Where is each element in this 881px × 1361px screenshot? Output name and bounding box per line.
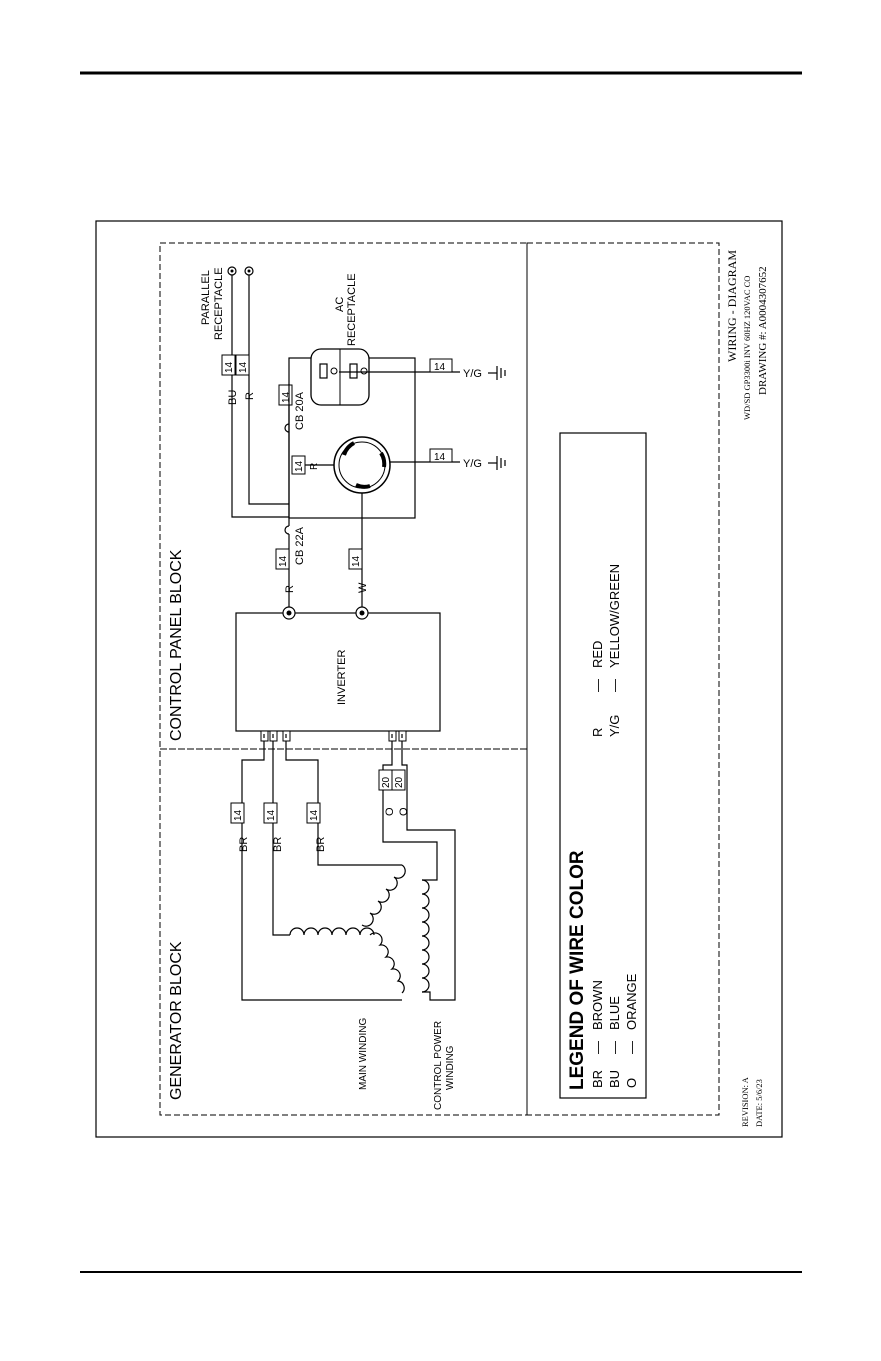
control-panel-block-title: CONTROL PANEL BLOCK (168, 549, 185, 741)
wire-label-r-output: R (284, 585, 296, 593)
wire-label-r-parallel: R (244, 392, 256, 400)
wire-label-r-twist: R (309, 463, 320, 470)
control-panel-block-outline (159, 242, 528, 750)
wire-label-bu: BU (227, 390, 239, 405)
parallel-receptacle-label-2: RECEPTACLE (213, 267, 225, 340)
gauge-14-br-2-text: 14 (266, 809, 277, 821)
cb-22a-label: CB 22A (294, 526, 306, 565)
wire-label-br-3: BR (315, 837, 327, 852)
main-winding-label: MAIN WINDING (358, 1018, 369, 1090)
ac-receptacle-label-1: AC (334, 297, 346, 312)
title-block-revision: REVISION: A (740, 1076, 750, 1127)
legend-area-outline (526, 242, 720, 1116)
control-power-winding-label-2: WINDING (445, 1045, 456, 1090)
gauge-14-bu-text: 14 (224, 361, 235, 373)
gauge-14-ground-twist-text: 14 (434, 452, 446, 463)
gauge-14-br-3-text: 14 (309, 809, 320, 821)
gauge-14-br-1-text: 14 (233, 809, 244, 821)
drawing-frame (95, 220, 783, 1138)
svg-text:BLUE: BLUE (607, 996, 622, 1030)
inverter-output-w-terminal (355, 606, 369, 620)
title-block-title: WIRING - DIAGRAM (725, 250, 739, 362)
legend-entry-r: R — RED (590, 641, 605, 737)
title-block-date: DATE: 5/6/23 (754, 1079, 764, 1127)
svg-text:BROWN: BROWN (590, 980, 605, 1030)
svg-text:—: — (607, 679, 622, 692)
gauge-14-cb20-text: 14 (281, 391, 292, 403)
parallel-receptacle-terminals (227, 266, 254, 276)
svg-text:BR: BR (590, 1070, 605, 1088)
inverter-terminals-left (260, 730, 291, 742)
title-block-drawing: DRAWING #: A0004307652 (757, 266, 769, 395)
gauge-14-w-text: 14 (351, 555, 362, 567)
legend-entry-yg: Y/G — YELLOW/GREEN (607, 564, 622, 737)
legend-title: LEGEND OF WIRE COLOR (567, 850, 588, 1090)
gauge-14-ground-duplex-text: 14 (434, 362, 446, 373)
control-power-winding-label-1: CONTROL POWER (433, 1021, 444, 1110)
gauge-14-w (348, 548, 363, 570)
generator-block-title: GENERATOR BLOCK (168, 941, 185, 1100)
wire-label-br-2: BR (272, 837, 284, 852)
svg-text:YELLOW/GREEN: YELLOW/GREEN (607, 564, 622, 668)
legend-box (559, 432, 647, 1099)
gauge-14-ground-duplex (429, 358, 453, 373)
gauge-14-br-3 (306, 802, 321, 824)
gauge-20-o-2 (391, 769, 406, 791)
gauge-20-o-1-text: 20 (381, 776, 392, 788)
wire-label-o-1: O (384, 807, 396, 816)
ground-symbol-twist (488, 456, 506, 470)
gauge-14-br-2 (263, 802, 278, 824)
cb-20a-label: CB 20A (294, 391, 306, 430)
main-winding-coil-bottom (289, 927, 375, 936)
main-winding-coil-lower (369, 932, 405, 994)
parallel-receptacle-label-1: PARALLEL (200, 270, 212, 325)
wire-label-br-1: BR (238, 837, 250, 852)
wire-label-yg-duplex: Y/G (463, 368, 482, 380)
inverter-box (235, 612, 441, 732)
inverter-output-r-terminal (282, 606, 296, 620)
legend-entry-bu: BU — BLUE (607, 996, 622, 1088)
gauge-20-o-2-text: 20 (394, 776, 405, 788)
wire-label-w-output: W (357, 582, 369, 593)
duplex-receptacle (310, 348, 370, 406)
gauge-14-ground-twist (429, 448, 453, 463)
wire-label-yg-twist: Y/G (463, 458, 482, 470)
gauge-14-r-parallel (235, 354, 250, 376)
svg-text:RED: RED (590, 641, 605, 668)
legend-entry-o: O — ORANGE (624, 973, 639, 1088)
svg-text:—: — (607, 1041, 622, 1054)
svg-text:ORANGE: ORANGE (624, 973, 639, 1030)
ac-receptacle-label-2: RECEPTACLE (346, 273, 358, 346)
gauge-14-r-cb22-text: 14 (278, 555, 289, 567)
svg-text:O: O (624, 1078, 639, 1088)
wire-label-o-2: O (398, 807, 410, 816)
inverter-label: INVERTER (336, 650, 348, 705)
title-block-model: WD/SD GP3300i INV 60HZ 120VAC CO (742, 276, 752, 420)
ground-symbol-duplex (488, 366, 506, 380)
gauge-14-bu (221, 354, 236, 376)
gauge-14-br-1 (230, 802, 245, 824)
main-winding-coil-upper (361, 864, 406, 927)
generator-block-outline (159, 748, 528, 1116)
inverter-terminals-right (388, 730, 407, 742)
gauge-14-r-cb22 (275, 548, 290, 570)
svg-text:Y/G: Y/G (607, 715, 622, 737)
svg-text:R: R (590, 728, 605, 737)
svg-text:—: — (624, 1041, 639, 1054)
legend-entry-br: BR — BROWN (590, 980, 605, 1088)
control-power-winding-coil (421, 879, 430, 993)
svg-text:—: — (590, 679, 605, 692)
svg-text:—: — (590, 1041, 605, 1054)
gauge-14-twist-text: 14 (294, 460, 305, 472)
svg-text:BU: BU (607, 1070, 622, 1088)
gauge-14-r-parallel-text: 14 (238, 361, 249, 373)
twist-lock-receptacle (333, 436, 391, 494)
